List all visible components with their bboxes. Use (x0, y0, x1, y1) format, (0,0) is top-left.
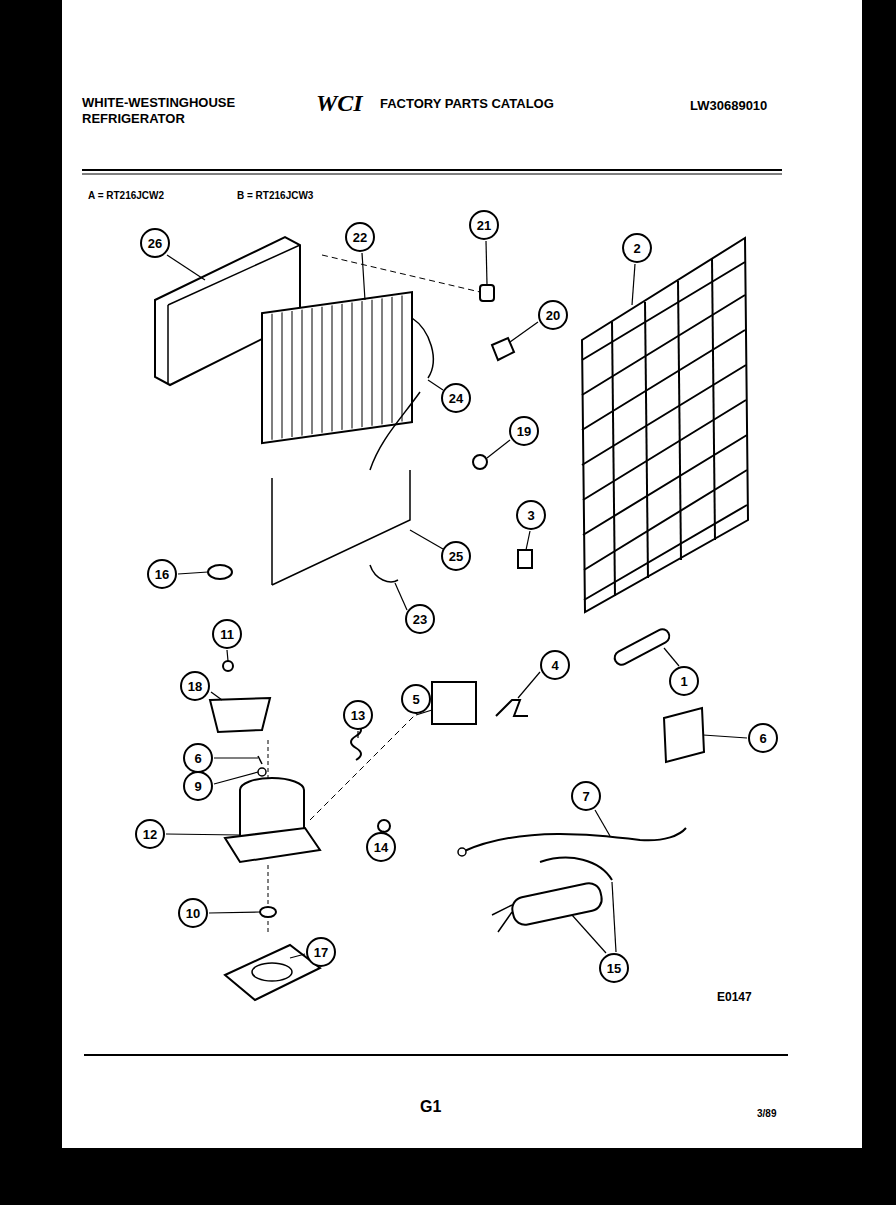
caption-text: A = RT216JCW2 (88, 190, 164, 201)
callout-circle: 23 (405, 604, 435, 634)
callout-circle: 11 (212, 619, 242, 649)
callout-number: 6 (194, 751, 201, 766)
callout-circle: 17 (306, 937, 336, 967)
caption-text: FACTORY PARTS CATALOG (380, 96, 554, 111)
callout-number: 11 (220, 627, 234, 642)
callout-circle: 4 (540, 650, 570, 680)
callout-circle: 16 (147, 559, 177, 589)
callout-circle: 7 (571, 781, 601, 811)
callout-number: 25 (449, 549, 463, 564)
callout-circle: 26 (140, 228, 170, 258)
caption-text: E0147 (717, 990, 752, 1004)
callout-number: 12 (143, 827, 157, 842)
callout-number: 6 (759, 731, 766, 746)
callout-circle: 21 (469, 210, 499, 240)
caption-text: LW30689010 (690, 98, 767, 113)
callout-number: 10 (186, 906, 200, 921)
callout-circle: 5 (401, 684, 431, 714)
callout-circle: 15 (599, 953, 629, 983)
callout-circle: 10 (178, 898, 208, 928)
callout-circle: 24 (441, 383, 471, 413)
callout-number: 24 (449, 391, 463, 406)
callout-number: 5 (412, 692, 419, 707)
caption-text: G1 (420, 1098, 441, 1116)
callout-number: 17 (314, 945, 328, 960)
callout-number: 4 (551, 658, 558, 673)
callout-number: 15 (607, 961, 621, 976)
callout-circle: 2 (622, 233, 652, 263)
callout-circle: 9 (183, 771, 213, 801)
callout-circle: 25 (441, 541, 471, 571)
callout-circle: 6 (183, 743, 213, 773)
callout-number: 22 (353, 230, 367, 245)
callout-number: 21 (477, 218, 491, 233)
callout-circle: 3 (516, 500, 546, 530)
callout-number: 16 (155, 567, 169, 582)
callout-number: 14 (374, 840, 388, 855)
callout-number: 3 (527, 508, 534, 523)
caption-text: WHITE-WESTINGHOUSE REFRIGERATOR (82, 95, 282, 126)
callout-number: 7 (582, 789, 589, 804)
callout-number: 20 (546, 308, 560, 323)
callout-number: 26 (148, 236, 162, 251)
callout-circle: 18 (180, 671, 210, 701)
callout-circle: 13 (343, 700, 373, 730)
callout-number: 23 (413, 612, 427, 627)
caption-text: WCI (316, 90, 363, 117)
caption-text: B = RT216JCW3 (237, 190, 313, 201)
callout-number: 2 (633, 241, 640, 256)
callout-circle: 20 (538, 300, 568, 330)
callout-circle: 14 (366, 832, 396, 862)
callout-circle: 19 (509, 416, 539, 446)
callout-circle: 12 (135, 819, 165, 849)
callout-number: 1 (680, 674, 687, 689)
callout-number: 18 (188, 679, 202, 694)
caption-text: 3/89 (757, 1108, 776, 1119)
callout-number: 19 (517, 424, 531, 439)
callout-number: 13 (351, 708, 365, 723)
callout-circle: 22 (345, 222, 375, 252)
callout-circle: 1 (669, 666, 699, 696)
callout-number: 9 (194, 779, 201, 794)
callout-circle: 6 (748, 723, 778, 753)
